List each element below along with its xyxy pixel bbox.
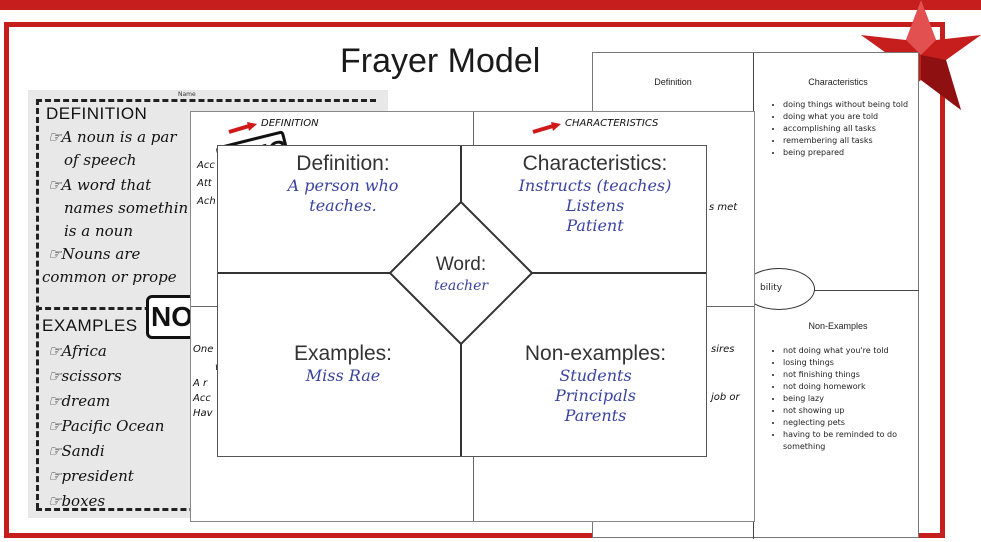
list-item: having to be reminded to do something <box>783 429 923 453</box>
definition-line: common or prope <box>42 268 177 286</box>
divider <box>36 99 376 102</box>
slide-frame <box>4 22 945 538</box>
top-red-bar <box>0 0 981 10</box>
nonexamples-value: Students <box>559 366 632 385</box>
example-item: ☞dream <box>48 392 111 410</box>
nonexamples-quadrant: Non-examples: Students Principals Parent… <box>498 342 693 426</box>
example-item: ☞Sandi <box>48 442 105 460</box>
definition-heading: Definition <box>654 77 692 87</box>
divider <box>36 99 39 509</box>
list-item: not finishing things <box>783 369 923 381</box>
characteristics-value: Instructs (teaches) <box>518 176 672 195</box>
list-item: not doing what you're told <box>783 345 923 357</box>
definition-line: ☞A noun is a par <box>48 128 177 146</box>
examples-quadrant: Examples: Miss Rae <box>258 342 428 386</box>
text-fragment: job or <box>711 392 740 403</box>
text-fragment: Att <box>197 178 212 189</box>
divider <box>36 307 196 310</box>
examples-title: Examples: <box>293 342 393 365</box>
characteristics-value: Patient <box>566 216 624 235</box>
list-item: doing things without being told <box>783 99 923 111</box>
red-arrow-icon <box>228 122 257 134</box>
list-item: accomplishing all tasks <box>783 123 923 135</box>
nonexamples-heading: Non-Examples <box>808 321 868 331</box>
text-fragment: Hav <box>193 408 213 419</box>
characteristics-value: Listens <box>565 196 625 215</box>
front-frayer-model: Definition: A person who teaches. Charac… <box>217 145 707 457</box>
definition-quadrant: Definition: A person who teaches. <box>258 152 428 216</box>
text-fragment: Acc <box>197 160 215 171</box>
definition-value: teaches. <box>309 196 377 215</box>
list-item: doing what you are told <box>783 111 923 123</box>
text-fragment: s met <box>709 202 738 213</box>
nonexamples-value: Principals <box>554 386 637 405</box>
example-item: ☞Africa <box>48 342 107 360</box>
divider <box>753 290 919 291</box>
definition-line: names somethin <box>64 199 189 217</box>
list-item: remembering all tasks <box>783 135 923 147</box>
name-field: Name <box>178 91 196 98</box>
example-item: ☞president <box>48 467 134 485</box>
characteristics-title: Characteristics: <box>522 152 668 175</box>
definition-line: is a noun <box>64 222 133 240</box>
word-oval: bility <box>743 268 815 310</box>
text-fragment: Ach <box>197 196 216 207</box>
definition-label: DEFINITION <box>261 118 319 129</box>
definition-title: Definition: <box>296 152 390 175</box>
definition-heading: DEFINITION <box>46 104 148 123</box>
examples-value: Miss Rae <box>305 366 381 385</box>
characteristics-quadrant: Characteristics: Instructs (teaches) Lis… <box>490 152 700 236</box>
list-item: losing things <box>783 357 923 369</box>
list-item: not doing homework <box>783 381 923 393</box>
examples-heading: EXAMPLES <box>42 316 138 335</box>
frayer-diagram-lines <box>218 146 706 456</box>
characteristics-heading: Characteristics <box>808 77 868 87</box>
red-arrow-icon <box>532 122 561 134</box>
text-fragment: A r <box>193 378 208 389</box>
list-item: not showing up <box>783 405 923 417</box>
definition-line: ☞Nouns are <box>48 245 141 263</box>
text-fragment: One <box>193 344 214 355</box>
list-item: being prepared <box>783 147 923 159</box>
definition-line: ☞A word that <box>48 176 152 194</box>
word-value: teacher <box>433 278 489 294</box>
oval-text: bility <box>760 283 783 293</box>
nonexamples-list: not doing what you're told losing things… <box>769 345 923 453</box>
list-item: being lazy <box>783 393 923 405</box>
text-fragment: Acc <box>193 393 211 404</box>
example-item: ☞boxes <box>48 492 106 510</box>
text-fragment: sires <box>711 344 735 355</box>
nonexamples-title: Non-examples: <box>524 342 667 365</box>
characteristics-list: doing things without being told doing wh… <box>769 99 923 159</box>
slide-title: Frayer Model <box>340 42 541 80</box>
example-item: ☞scissors <box>48 367 122 385</box>
definition-value: A person who <box>287 176 399 195</box>
characteristics-label: CHARACTERISTICS <box>565 118 659 129</box>
noun-badge: NO <box>146 295 198 339</box>
word-title: Word: <box>435 254 487 275</box>
word-quadrant: Word: teacher <box>406 254 516 296</box>
list-item: neglecting pets <box>783 417 923 429</box>
example-item: ☞Pacific Ocean <box>48 417 165 435</box>
definition-line: of speech <box>64 151 137 169</box>
nonexamples-value: Parents <box>564 406 627 425</box>
